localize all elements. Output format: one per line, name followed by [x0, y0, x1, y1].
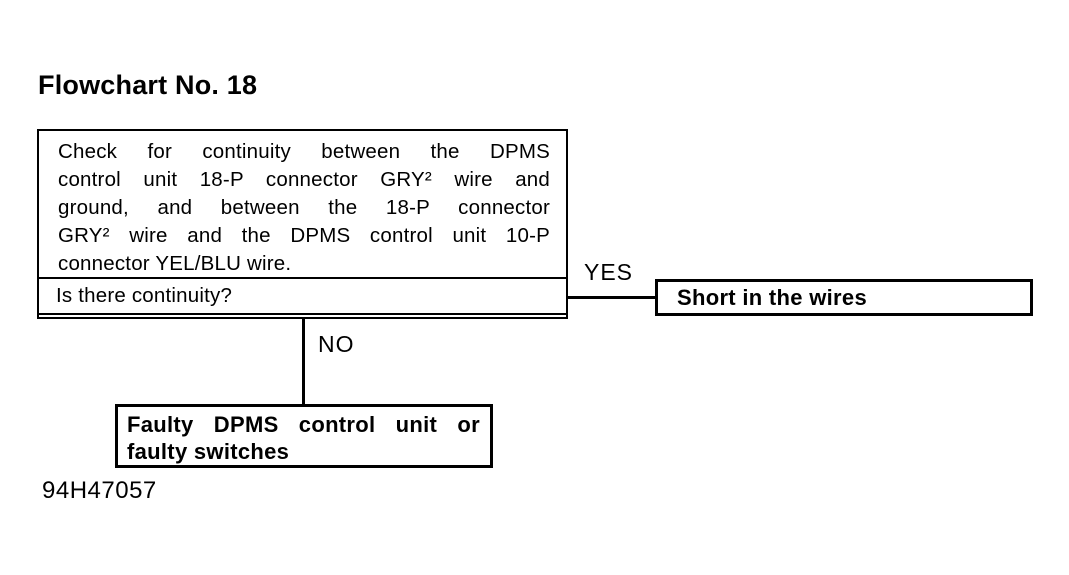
- check-text-line: ground, and between the 18-P connector: [58, 196, 550, 219]
- check-text-line: Check for continuity between the DPMS: [58, 140, 550, 163]
- check-text-line: connector YEL/BLU wire.: [58, 252, 292, 275]
- question-box: Is there continuity?: [37, 277, 568, 315]
- no-result-line: Faulty DPMS control unit or: [127, 412, 480, 437]
- check-continuity-text: Check for continuity between the DPMS co…: [39, 131, 566, 278]
- check-text-line: control unit 18-P connector GRY² wire an…: [58, 168, 550, 191]
- yes-branch-label: YES: [584, 259, 634, 285]
- no-result-line: faulty switches: [127, 439, 290, 464]
- no-connector-line: [302, 319, 305, 404]
- no-branch-label: NO: [318, 331, 355, 357]
- document-code: 94H47057: [42, 477, 157, 504]
- yes-result-box: Short in the wires: [655, 279, 1033, 316]
- question-label: Is there continuity?: [56, 284, 233, 307]
- yes-result-label: Short in the wires: [677, 284, 867, 310]
- check-text-line: GRY² wire and the DPMS control unit 10-P: [58, 224, 550, 247]
- yes-connector-line: [568, 296, 655, 299]
- no-result-box: Faulty DPMS control unit or faulty switc…: [115, 404, 493, 468]
- page-title: Flowchart No. 18: [38, 70, 258, 100]
